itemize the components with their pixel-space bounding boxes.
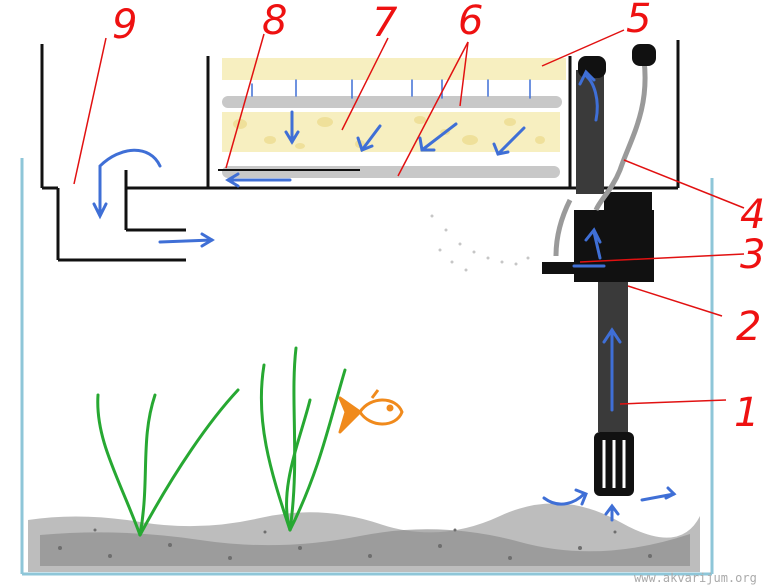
label-4: 4 [740, 192, 765, 238]
pump-body [542, 56, 654, 496]
filter-media [218, 58, 566, 178]
label-8: 8 [262, 0, 287, 44]
air-cable [553, 59, 648, 257]
label-3: 3 [740, 232, 765, 278]
tank-walls [20, 158, 714, 576]
label-6: 6 [458, 0, 483, 44]
fish-icon [338, 389, 404, 434]
leader-lines [73, 29, 745, 405]
label-7: 7 [372, 0, 398, 46]
watermark: www.akvarijum.org [634, 571, 757, 585]
number-labels: 1 2 3 4 5 6 7 8 9 [112, 0, 765, 436]
label-2: 2 [736, 304, 761, 350]
label-5: 5 [626, 0, 651, 42]
plant-icon [96, 346, 347, 537]
air-bubbles [430, 214, 530, 272]
arrow-icon [92, 69, 677, 522]
cable-cap [632, 44, 656, 66]
label-1: 1 [734, 390, 759, 436]
label-9: 9 [112, 2, 137, 48]
gravel-bed [28, 503, 700, 572]
